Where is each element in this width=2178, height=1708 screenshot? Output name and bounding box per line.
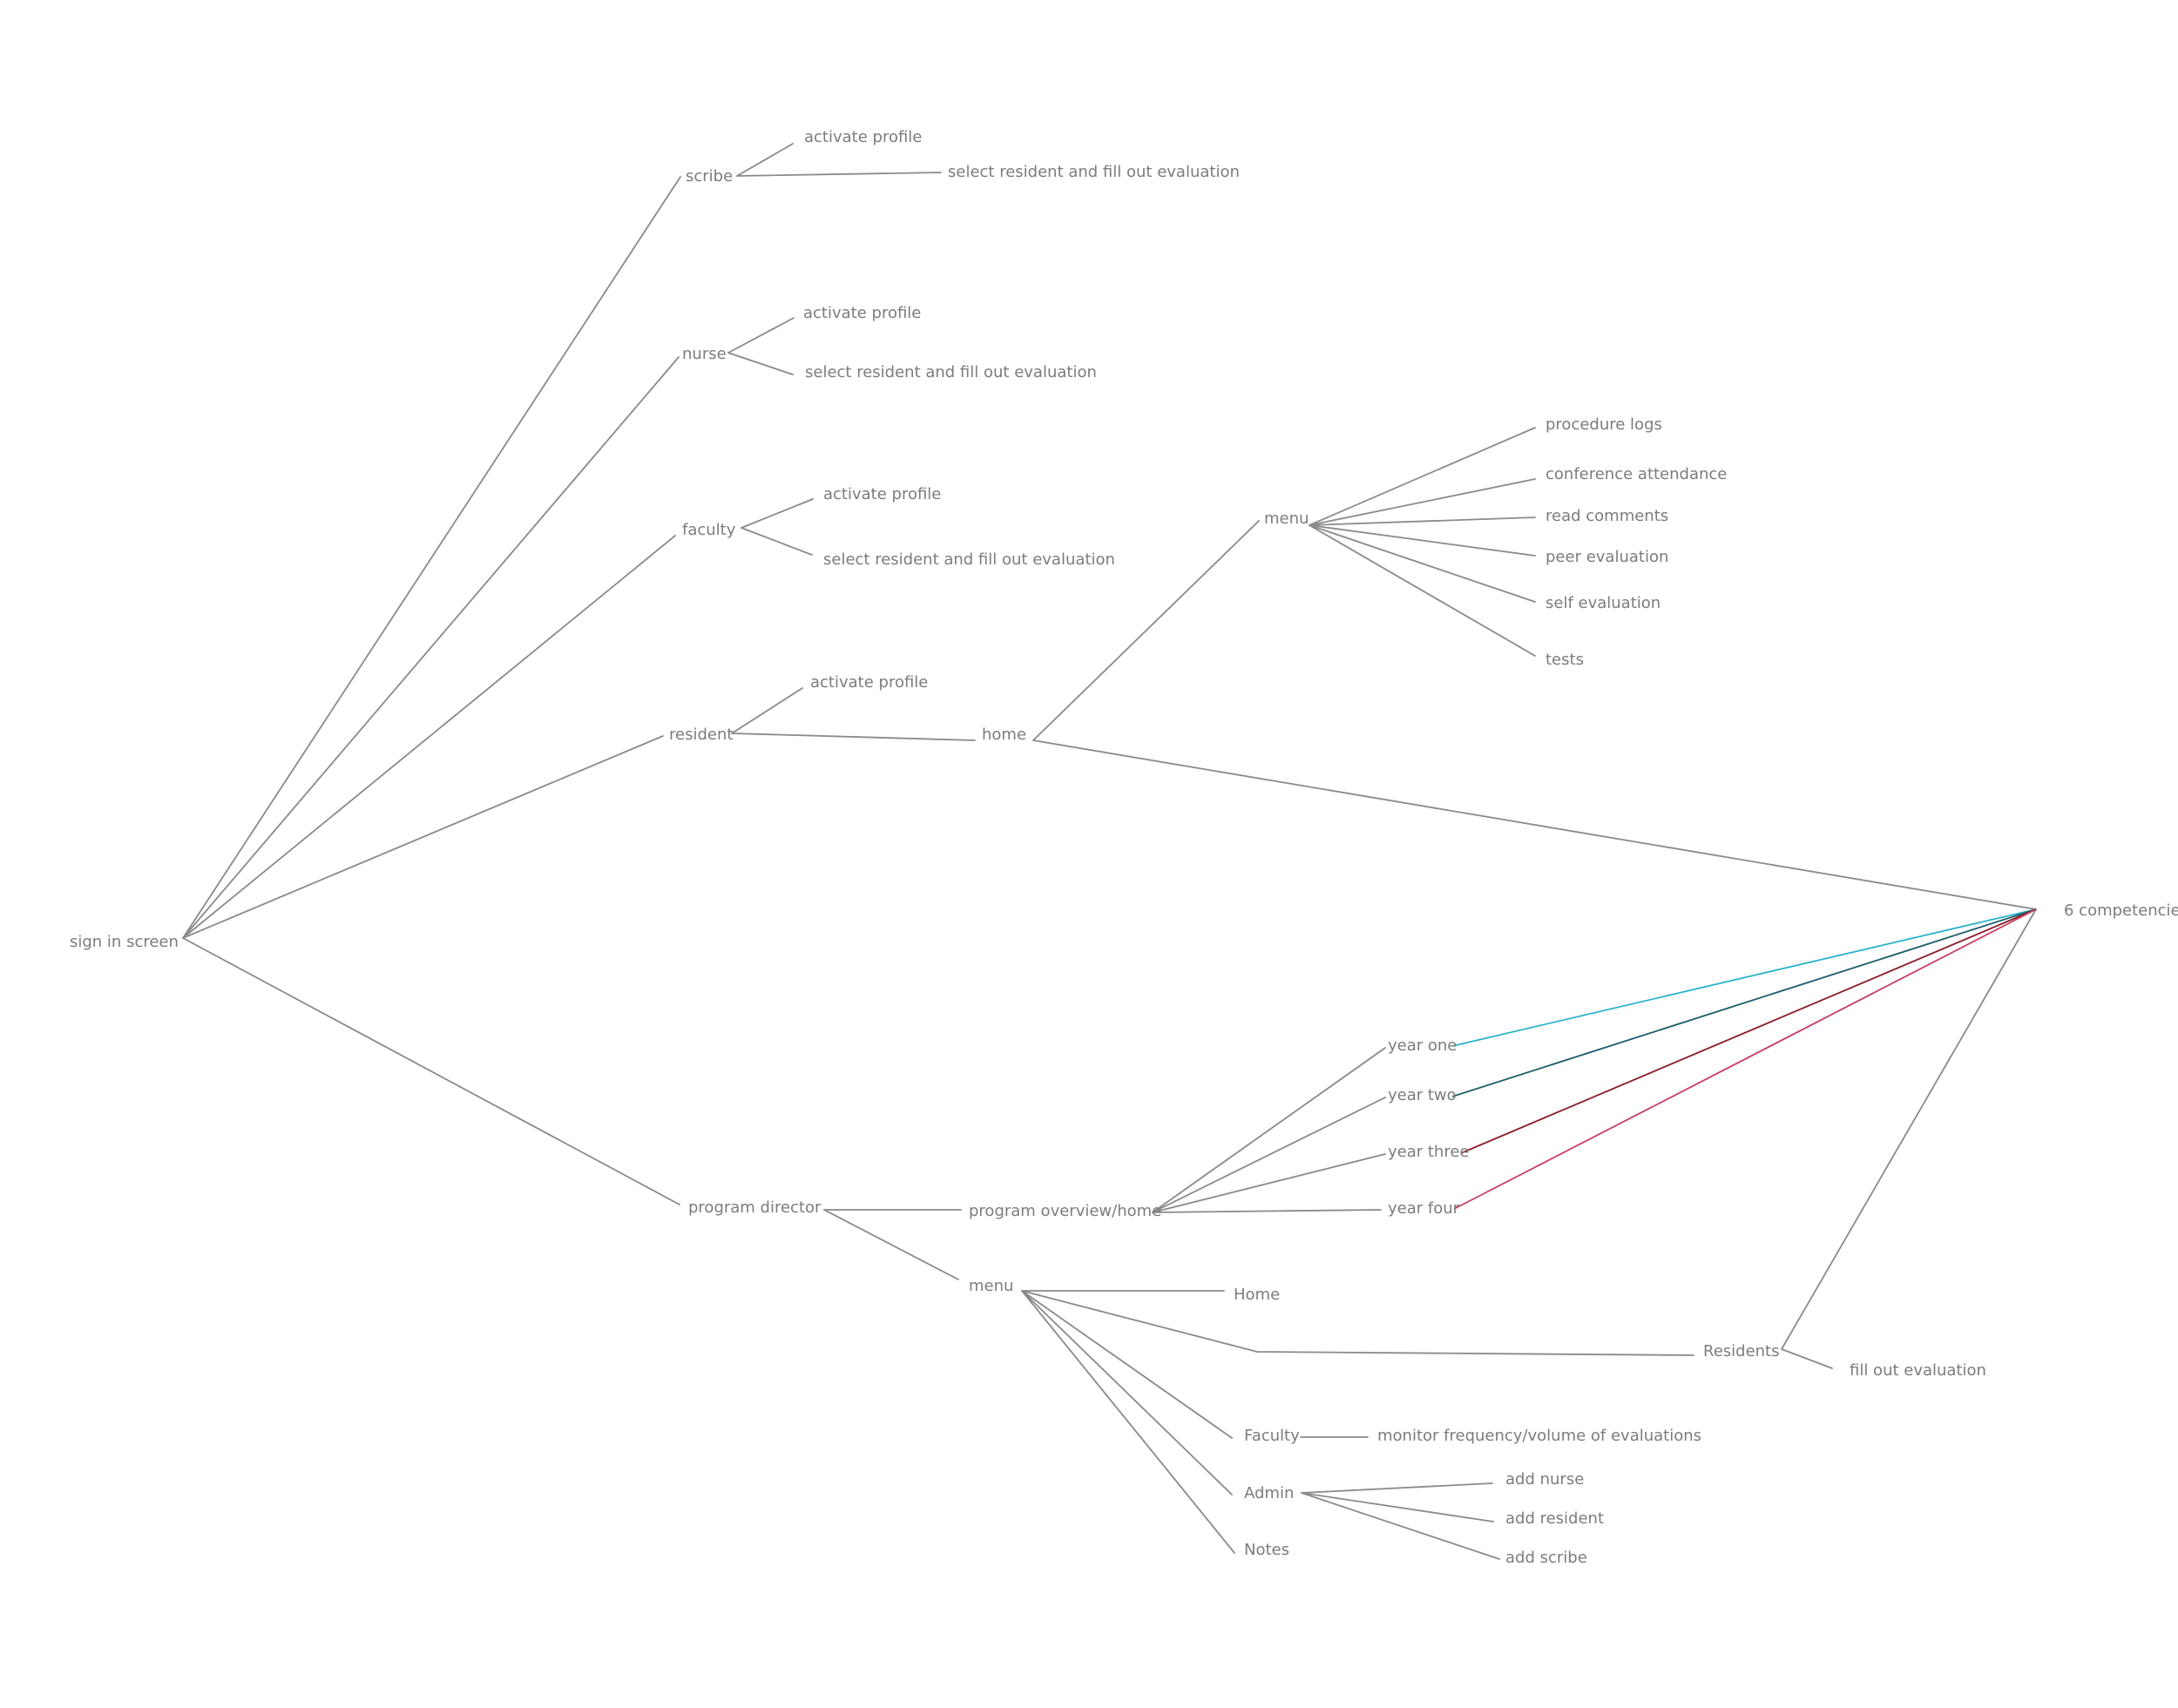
- node-read-comments[interactable]: read comments: [1546, 507, 1668, 525]
- edge-home-competencies: [1032, 739, 2037, 910]
- connector-lines: [182, 143, 2037, 1560]
- node-admin[interactable]: Admin: [1244, 1484, 1294, 1502]
- node-nurse-select-resident[interactable]: select resident and fill out evaluation: [805, 363, 1097, 381]
- node-add-nurse[interactable]: add nurse: [1505, 1470, 1584, 1489]
- edge-scribe-activate: [736, 143, 794, 177]
- edge-admin-add-resident: [1301, 1492, 1494, 1522]
- edge-signin-scribe: [182, 176, 681, 939]
- edge-nurse-select: [727, 352, 794, 375]
- edge-pdmenu-residents: [1021, 1290, 1694, 1356]
- edge-residents-fill-out: [1781, 1348, 1833, 1369]
- edge-signin-resident: [182, 735, 664, 939]
- node-resident-activate-profile[interactable]: activate profile: [810, 673, 928, 692]
- node-year-one[interactable]: year one: [1388, 1036, 1457, 1055]
- edge-menu-peer-evaluation: [1309, 524, 1536, 557]
- edge-year-three-competencies: [1460, 908, 2037, 1154]
- edge-menu-tests: [1309, 524, 1536, 657]
- edge-menu-self-evaluation: [1309, 524, 1536, 603]
- node-year-four[interactable]: year four: [1388, 1199, 1460, 1218]
- edge-resident-home: [731, 732, 976, 741]
- node-resident[interactable]: resident: [669, 726, 733, 744]
- node-pd-menu[interactable]: menu: [969, 1277, 1013, 1295]
- edge-resident-activate: [731, 687, 803, 734]
- edge-signin-program-director: [182, 937, 680, 1205]
- node-labels: sign in screen scribe activate profile s…: [70, 128, 2178, 1567]
- node-sign-in-screen[interactable]: sign in screen: [70, 933, 179, 951]
- node-peer-evaluation[interactable]: peer evaluation: [1546, 548, 1668, 566]
- node-menu-home[interactable]: Home: [1234, 1286, 1280, 1304]
- edge-overview-year-one: [1152, 1047, 1386, 1213]
- node-scribe[interactable]: scribe: [686, 167, 733, 186]
- year-lines: [1451, 908, 2037, 1210]
- edge-overview-year-three: [1152, 1153, 1386, 1213]
- edge-signin-faculty: [182, 535, 676, 939]
- node-add-resident[interactable]: add resident: [1505, 1509, 1604, 1528]
- node-year-three[interactable]: year three: [1388, 1143, 1470, 1161]
- node-scribe-select-resident[interactable]: select resident and fill out evaluation: [948, 163, 1240, 181]
- node-procedure-logs[interactable]: procedure logs: [1546, 415, 1662, 434]
- node-year-two[interactable]: year two: [1388, 1086, 1457, 1104]
- edge-overview-year-four: [1152, 1209, 1382, 1213]
- node-conference-attendance[interactable]: conference attendance: [1546, 465, 1727, 483]
- node-resident-menu[interactable]: menu: [1264, 510, 1309, 528]
- node-6-competencies[interactable]: 6 competencies: [2064, 901, 2178, 920]
- edge-pd-menu: [823, 1209, 959, 1280]
- node-nurse-activate-profile[interactable]: activate profile: [803, 304, 921, 322]
- node-menu-faculty[interactable]: Faculty: [1244, 1427, 1300, 1445]
- node-program-overview-home[interactable]: program overview/home: [969, 1202, 1161, 1220]
- edge-admin-add-scribe: [1301, 1492, 1500, 1560]
- edge-home-menu: [1032, 520, 1260, 741]
- node-add-scribe[interactable]: add scribe: [1505, 1549, 1587, 1567]
- edge-year-one-competencies: [1451, 908, 2037, 1047]
- node-tests[interactable]: tests: [1546, 651, 1584, 669]
- edge-signin-nurse: [182, 356, 680, 939]
- node-residents[interactable]: Residents: [1703, 1342, 1780, 1360]
- edge-scribe-select: [736, 172, 942, 177]
- edge-pdmenu-notes: [1021, 1290, 1235, 1554]
- edge-menu-procedure-logs: [1309, 427, 1536, 526]
- node-faculty[interactable]: faculty: [682, 521, 736, 539]
- node-faculty-select-resident[interactable]: select resident and fill out evaluation: [823, 550, 1115, 569]
- edge-menu-conference: [1309, 478, 1536, 526]
- edge-admin-add-nurse: [1301, 1482, 1493, 1494]
- edge-year-two-competencies: [1451, 908, 2037, 1097]
- node-nurse[interactable]: nurse: [682, 345, 727, 363]
- edge-faculty-activate: [741, 498, 814, 529]
- edge-pdmenu-faculty: [1021, 1290, 1233, 1439]
- edge-year-four-competencies: [1453, 908, 2037, 1210]
- node-faculty-activate-profile[interactable]: activate profile: [823, 485, 941, 503]
- node-self-evaluation[interactable]: self evaluation: [1546, 594, 1661, 612]
- node-program-director[interactable]: program director: [688, 1198, 822, 1217]
- node-fill-out-evaluation[interactable]: fill out evaluation: [1850, 1361, 1986, 1380]
- edge-faculty-select: [741, 527, 813, 556]
- node-monitor-evaluations[interactable]: monitor frequency/volume of evaluations: [1377, 1427, 1701, 1445]
- edge-nurse-activate: [727, 317, 795, 354]
- edge-residents-competencies: [1781, 908, 2037, 1350]
- node-home[interactable]: home: [982, 726, 1026, 744]
- edge-menu-read-comments: [1309, 516, 1536, 526]
- edge-pdmenu-admin: [1021, 1290, 1233, 1495]
- edge-overview-year-two: [1152, 1097, 1386, 1213]
- node-scribe-activate-profile[interactable]: activate profile: [804, 128, 922, 146]
- node-notes[interactable]: Notes: [1244, 1541, 1289, 1559]
